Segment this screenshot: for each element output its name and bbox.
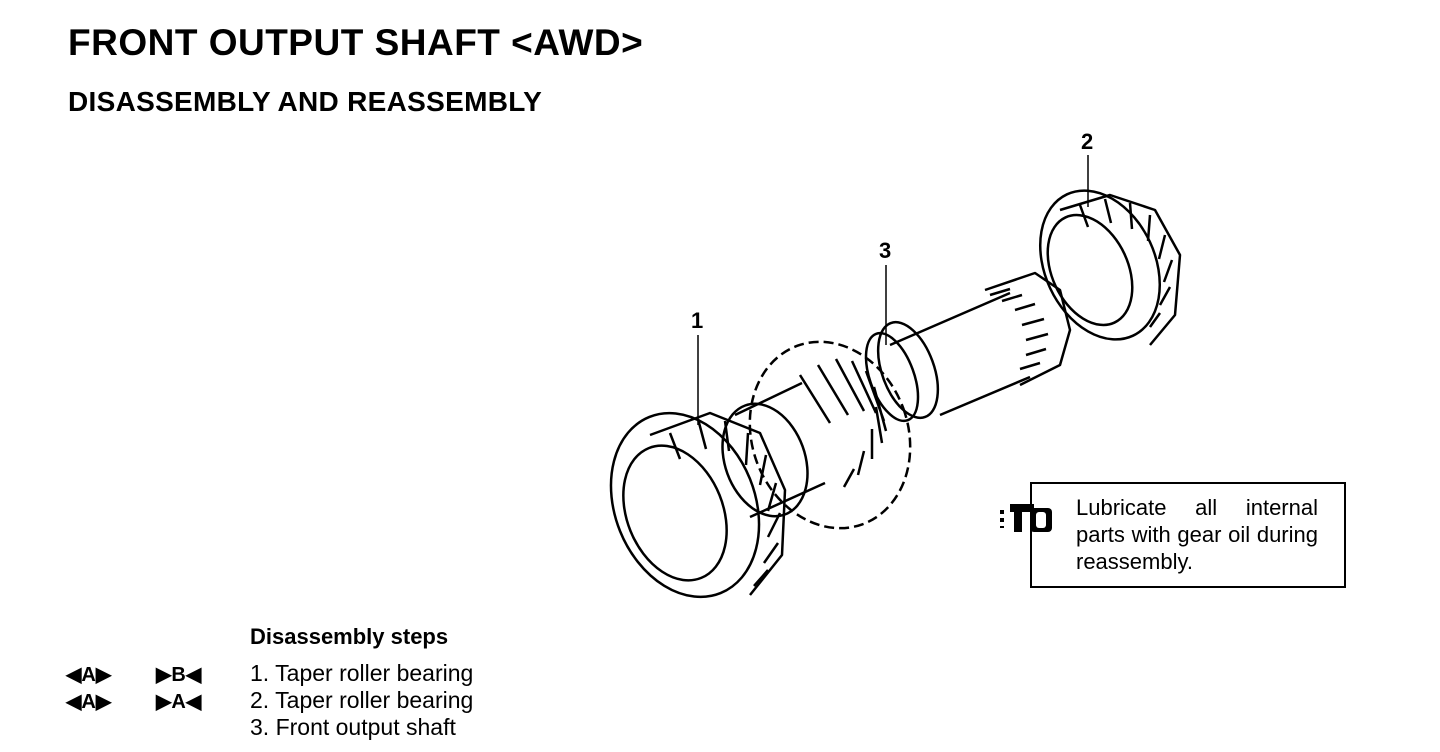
- taper-roller-bearing-2: [1038, 189, 1182, 346]
- disassembly-code: ◀A▶: [66, 664, 112, 686]
- oil-can-icon: [1000, 504, 1052, 532]
- callout-1: 1: [691, 308, 703, 333]
- disassembly-code: ◀A▶: [66, 691, 112, 713]
- step-row-1: ◀A▶ ▶B◀ 1. Taper roller bearing: [66, 660, 566, 688]
- disassembly-steps-heading: Disassembly steps: [250, 624, 449, 649]
- step-label: 1. Taper roller bearing: [250, 660, 474, 686]
- step-label: 2. Taper roller bearing: [250, 687, 474, 713]
- lubrication-note: Lubricate all internal parts with gear o…: [1030, 482, 1346, 588]
- callout-2: 2: [1081, 129, 1093, 154]
- step-row-3: 3. Front output shaft: [66, 714, 566, 742]
- page-title: FRONT OUTPUT SHAFT <AWD>: [68, 22, 644, 63]
- step-label: 3. Front output shaft: [250, 714, 456, 740]
- callout-3: 3: [879, 238, 891, 263]
- exploded-parts-diagram: 1 2 3: [609, 129, 1182, 599]
- step-row-2: ◀A▶ ▶A◀ 2. Taper roller bearing: [66, 687, 566, 715]
- page-subtitle: DISASSEMBLY AND REASSEMBLY: [68, 86, 543, 117]
- lubrication-note-text: Lubricate all internal parts with gear o…: [1076, 495, 1318, 574]
- reassembly-code: ▶A◀: [156, 691, 202, 713]
- reassembly-code: ▶B◀: [156, 664, 202, 686]
- taper-roller-bearing-1: [609, 411, 787, 599]
- front-output-shaft-3: [721, 271, 1072, 530]
